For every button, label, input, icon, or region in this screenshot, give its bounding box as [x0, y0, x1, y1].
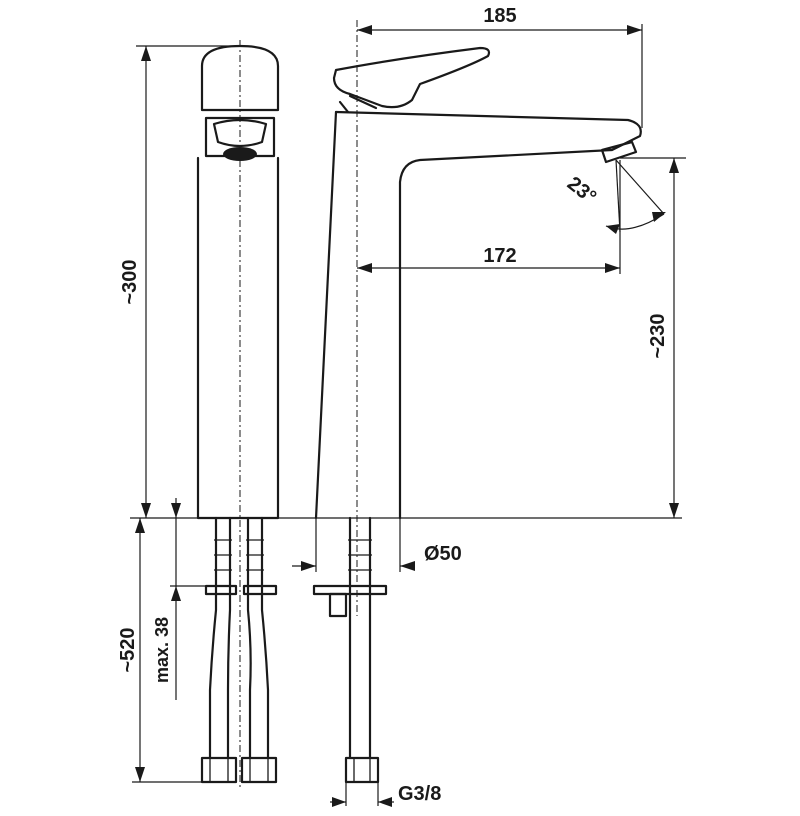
front-view	[196, 40, 280, 790]
dim-230-label: ~230	[647, 313, 669, 358]
dim-dia50-label: Ø50	[424, 543, 462, 565]
side-body	[314, 110, 338, 520]
dim-23deg-label: 23°	[563, 173, 600, 209]
front-collar	[204, 116, 276, 158]
side-hose-nut	[344, 756, 380, 784]
dim-300: ~300	[119, 45, 240, 518]
dim-172: 172	[357, 160, 621, 274]
dim-g38: G3/8	[330, 782, 441, 807]
dim-g38-label: G3/8	[398, 783, 441, 805]
dim-185: 185	[357, 5, 643, 128]
dim-520-label: ~520	[117, 627, 139, 672]
dim-300-label: ~300	[119, 259, 141, 304]
dim-230: ~230	[620, 157, 686, 518]
dim-23deg: 23°	[563, 159, 666, 234]
front-hoses	[200, 516, 278, 784]
dim-dia50: Ø50	[292, 518, 462, 572]
front-hose-nut-left	[200, 756, 238, 784]
side-view	[312, 20, 642, 784]
dim-172-label: 172	[483, 245, 516, 267]
side-spout-tip	[600, 140, 638, 164]
dim-max38-label: max. 38	[152, 617, 172, 683]
front-body	[196, 156, 280, 520]
dim-520: ~520	[117, 518, 202, 783]
dim-max38: max. 38	[152, 498, 206, 700]
front-aerator	[212, 118, 268, 148]
front-hose-nut-right	[240, 756, 278, 784]
dim-185-label: 185	[483, 5, 516, 27]
front-aerator-outlet	[223, 147, 257, 161]
side-hose	[312, 516, 388, 784]
side-lever	[332, 46, 491, 109]
